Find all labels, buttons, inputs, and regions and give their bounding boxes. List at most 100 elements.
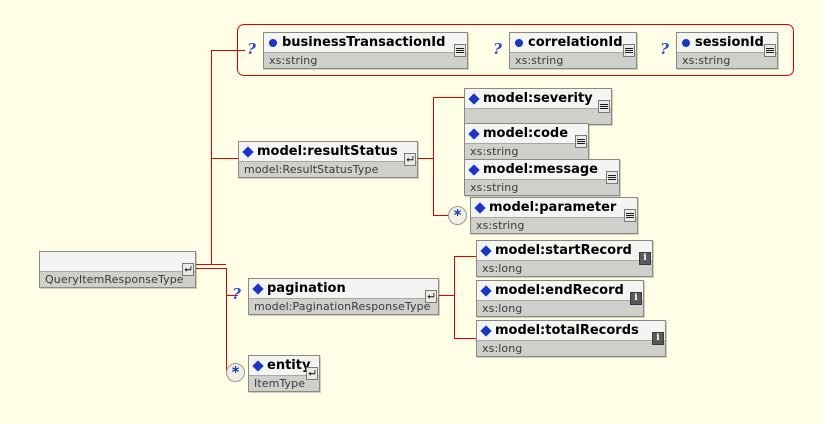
element-title: model:endRecord i <box>477 281 643 305</box>
element-type: xs:long <box>477 300 643 316</box>
attribute-type: xs:string <box>264 52 467 68</box>
info-icon[interactable]: i <box>630 292 642 305</box>
attribute-type: xs:string <box>677 52 777 68</box>
attribute-dot-icon <box>682 38 690 47</box>
attribute-title: sessionId <box>677 33 777 57</box>
attribute-dot-icon <box>515 38 523 47</box>
element-label: model:message <box>483 162 598 177</box>
connector <box>454 256 455 338</box>
element-node-model-severity[interactable]: model:severity <box>464 88 612 125</box>
element-diamond-icon <box>468 92 480 105</box>
connector <box>454 256 476 257</box>
connector <box>433 215 448 216</box>
element-label: model:severity <box>483 91 593 106</box>
element-title: model:parameter <box>471 198 637 222</box>
occurrence-marker-optional: ? <box>232 285 241 303</box>
goto-definition-icon[interactable] <box>404 153 416 166</box>
connector <box>433 97 464 98</box>
attribute-node-session-id[interactable]: sessionId xs:string <box>676 32 778 69</box>
connector <box>211 158 238 159</box>
attribute-label: businessTransactionId <box>282 35 446 50</box>
element-label: model:startRecord <box>495 243 632 258</box>
element-node-pagination[interactable]: pagination model:PaginationResponseType <box>248 278 439 315</box>
element-node-model-end-record[interactable]: model:endRecord i xs:long <box>476 280 644 317</box>
element-type: xs:string <box>465 143 588 159</box>
connector <box>211 50 212 265</box>
connector <box>196 268 226 269</box>
info-icon[interactable]: i <box>639 252 651 265</box>
element-title: model:resultStatus <box>239 142 417 166</box>
element-diamond-icon <box>480 324 492 337</box>
element-diamond-icon <box>242 145 254 158</box>
element-title: model:startRecord i <box>477 241 652 265</box>
attribute-group-container <box>237 24 794 76</box>
element-node-model-result-status[interactable]: model:resultStatus model:ResultStatusTyp… <box>238 141 418 178</box>
sequence-icon[interactable] <box>764 44 776 57</box>
element-diamond-icon <box>468 163 480 176</box>
element-label: model:totalRecords <box>495 323 639 338</box>
connector <box>211 50 245 51</box>
element-label: model:parameter <box>489 200 617 215</box>
sequence-icon[interactable] <box>454 44 466 57</box>
element-diamond-icon <box>474 201 486 214</box>
root-node-query-item-response-type[interactable]: QueryItemResponseType <box>39 251 196 288</box>
element-diamond-icon <box>480 284 492 297</box>
element-node-model-message[interactable]: model:message xs:string <box>464 159 620 196</box>
element-label: pagination <box>267 281 346 296</box>
attribute-label: correlationId <box>528 35 623 50</box>
element-type: xs:string <box>465 179 619 195</box>
sequence-icon[interactable] <box>623 44 635 57</box>
root-node-type: QueryItemResponseType <box>40 271 195 287</box>
element-diamond-icon <box>252 282 264 295</box>
element-label: entity <box>267 358 311 373</box>
goto-definition-icon[interactable] <box>425 290 437 303</box>
element-title: model:severity <box>465 89 611 113</box>
connector <box>226 295 238 296</box>
element-type: xs:string <box>471 217 637 233</box>
element-title: entity <box>249 356 319 380</box>
element-node-model-total-records[interactable]: model:totalRecords i xs:long <box>476 320 666 357</box>
goto-definition-icon[interactable] <box>182 263 194 276</box>
element-label: model:endRecord <box>495 283 624 298</box>
attribute-node-business-transaction-id[interactable]: businessTransactionId xs:string <box>263 32 468 69</box>
element-title: model:code <box>465 124 588 148</box>
sequence-icon[interactable] <box>598 100 610 113</box>
element-title: pagination <box>249 279 438 303</box>
element-node-model-start-record[interactable]: model:startRecord i xs:long <box>476 240 653 277</box>
connector <box>454 338 476 339</box>
connector <box>433 97 434 215</box>
attribute-title: businessTransactionId <box>264 33 467 57</box>
sequence-icon[interactable] <box>575 135 587 148</box>
element-node-model-code[interactable]: model:code xs:string <box>464 123 589 160</box>
connector <box>226 268 227 372</box>
info-icon[interactable]: i <box>652 332 664 345</box>
root-node-title <box>40 252 195 276</box>
connector <box>416 158 433 159</box>
attribute-label: sessionId <box>695 35 764 50</box>
occurrence-marker-optional: ? <box>660 40 669 58</box>
element-type <box>465 108 611 124</box>
occurrence-marker-optional: ? <box>493 40 502 58</box>
element-label: model:resultStatus <box>257 144 398 159</box>
element-title: model:totalRecords i <box>477 321 665 345</box>
attribute-node-correlation-id[interactable]: correlationId xs:string <box>509 32 637 69</box>
attribute-type: xs:string <box>510 52 636 68</box>
sequence-icon[interactable] <box>606 171 618 184</box>
element-type: xs:long <box>477 260 652 276</box>
element-diamond-icon <box>480 244 492 257</box>
attribute-dot-icon <box>269 38 277 47</box>
element-node-entity[interactable]: entity ItemType <box>248 355 320 392</box>
element-type: xs:long <box>477 340 665 356</box>
element-type: model:PaginationResponseType <box>249 298 438 314</box>
element-diamond-icon <box>252 359 264 372</box>
sequence-icon[interactable] <box>624 209 636 222</box>
element-diamond-icon <box>468 127 480 140</box>
element-title: model:message <box>465 160 619 184</box>
element-label: model:code <box>483 126 569 141</box>
attribute-title: correlationId <box>510 33 636 57</box>
occurrence-marker-unbounded: * <box>448 206 467 225</box>
goto-definition-icon[interactable] <box>306 367 318 380</box>
element-node-model-parameter[interactable]: model:parameter xs:string <box>470 197 638 234</box>
occurrence-marker-unbounded: * <box>226 363 245 382</box>
